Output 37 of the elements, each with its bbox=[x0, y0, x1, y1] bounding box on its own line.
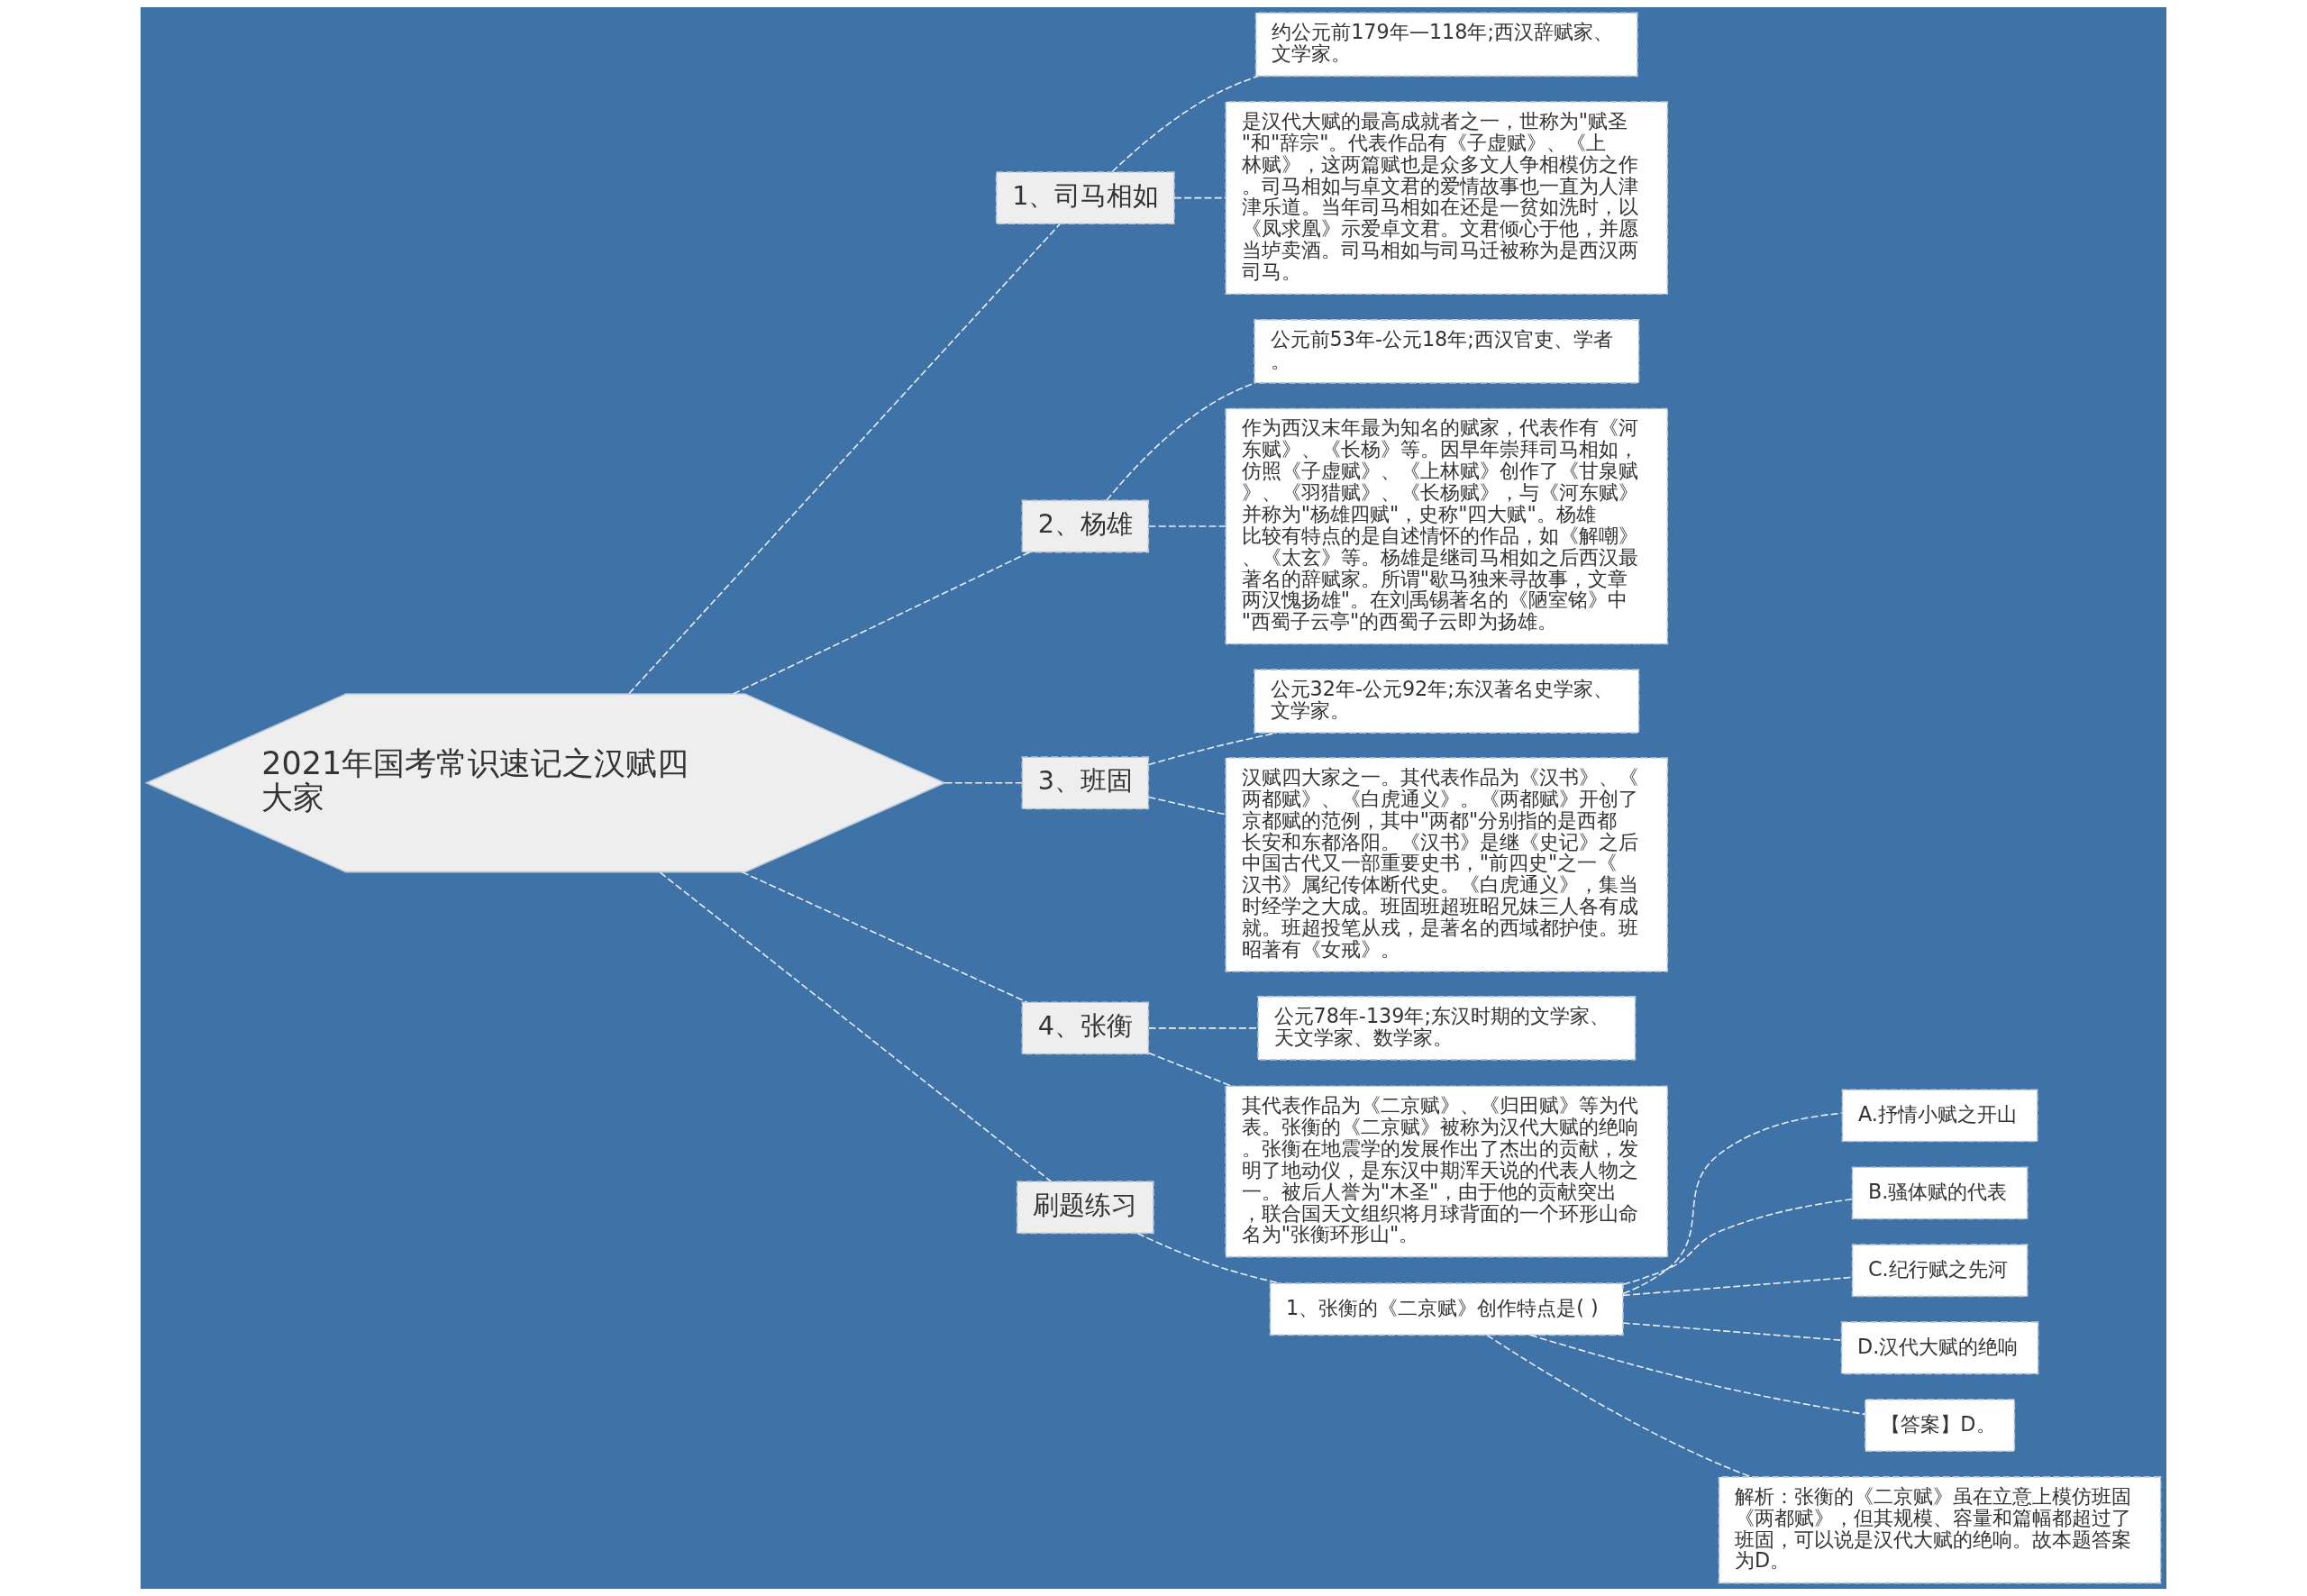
node-box: D.汉代大赋的绝响 bbox=[1840, 1321, 2039, 1375]
connector bbox=[1622, 1112, 1843, 1295]
connector bbox=[1147, 796, 1226, 816]
node-box: 其代表作品为《二京赋》、《归田赋》等为代表。张衡的《二京赋》被称为汉代大赋的绝响。张衡在地震学的发展作出了杰出的贡献，发明了地动仪，是东汉中期浑天说的代表人物之一。被后人誉为"木圣"，由于他的贡献突出，联合国天文组织将月球背面的一个环形山命名为"张衡环形山"。 bbox=[1225, 1085, 1669, 1258]
connector bbox=[741, 871, 1028, 1003]
node-box: 3、班固 bbox=[1021, 756, 1150, 810]
connector bbox=[1111, 75, 1259, 173]
connector bbox=[944, 782, 1023, 784]
connector bbox=[1147, 525, 1226, 527]
node-box: 公元32年-公元92年;东汉著名史学家、文学家。 bbox=[1254, 669, 1640, 734]
connector bbox=[1622, 1198, 1853, 1286]
node-box: 公元前53年-公元18年;西汉官吏、学者。 bbox=[1254, 319, 1640, 384]
node-box: 是汉代大赋的最高成就者之一，世称为"赋圣"和"辞宗"。代表作品有《子虚赋》、《上林赋》，这两篇赋也是众多文人争相模仿之作。司马相如与卓文君的爱情故事也一直为人津津乐道。当年司马相如在还是一贫如洗时，以《凤求凰》示爱卓文君。文君倾心于他，并愿当垆卖酒。司马相如与司马迁被称为是西汉两司马。 bbox=[1225, 101, 1669, 295]
node-box: 1、司马相如 bbox=[995, 171, 1175, 225]
connector bbox=[1136, 1232, 1281, 1284]
node-box: 刷题练习 bbox=[1016, 1181, 1154, 1235]
connector bbox=[1173, 196, 1226, 199]
connector bbox=[1147, 1052, 1233, 1088]
node-box: 解析：张衡的《二京赋》虽在立意上模仿班固《两都赋》，但其规模、容量和篇幅都超过了班固，可以说是汉代大赋的绝响。故本题答案为D。 bbox=[1718, 1476, 2162, 1584]
node-box: 作为西汉末年最为知名的赋家，代表作有《河东赋》、《长杨》等。因早年崇拜司马相如，仿照《子虚赋》、《上林赋》创作了《甘泉赋》、《羽猎赋》、《长杨赋》，与《河东赋》并称为"杨雄四赋"，史称"四大赋"。杨雄比较有特点的是自述情怀的作品，如《解嘲》、《太玄》等。杨雄是继司马相如之后西汉最著名的辞赋家。所谓"歇马独来寻故事，文章两汉愧扬雄"。在刘禹锡著名的《陋室铭》中"西蜀子云亭"的西蜀子云即为扬雄。 bbox=[1225, 407, 1669, 645]
node-box: C.纪行赋之先河 bbox=[1851, 1244, 2029, 1298]
connector bbox=[732, 551, 1031, 695]
node-box: 4、张衡 bbox=[1021, 1001, 1150, 1055]
node-box: 约公元前179年—118年;西汉辞赋家、文学家。 bbox=[1254, 12, 1638, 78]
node-box: 公元78年-139年;东汉时期的文学家、天文学家、数学家。 bbox=[1257, 996, 1637, 1061]
node-box: A.抒情小赋之开山 bbox=[1841, 1089, 2038, 1143]
connector bbox=[1147, 1027, 1259, 1029]
node-box: 2、杨雄 bbox=[1021, 499, 1150, 553]
node-box: B.骚体赋的代表 bbox=[1851, 1166, 2029, 1220]
connector bbox=[1622, 1322, 1843, 1341]
connector bbox=[1147, 732, 1278, 766]
node-box: 1、张衡的《二京赋》创作特点是( ) bbox=[1269, 1282, 1624, 1336]
connector bbox=[628, 223, 1061, 695]
connector bbox=[1529, 1334, 1866, 1416]
node-box: 汉赋四大家之一。其代表作品为《汉书》、《两都赋》、《白虎通义》。《两都赋》开创了京都赋的范例，其中"两都"分别指的是西都长安和东都洛阳。《汉书》是继《史记》之后中国古代又一部重要史书，"前四史"之一《汉书》属纪传体断代史。《白虎通义》，集当时经学之大成。班固班超班昭兄妹三人各有成就。班超投笔从戎，是著名的西域都护使。班昭著有《女戒》。 bbox=[1225, 757, 1669, 972]
connector bbox=[659, 871, 1052, 1182]
node-box: 【答案】D。 bbox=[1865, 1399, 2016, 1453]
